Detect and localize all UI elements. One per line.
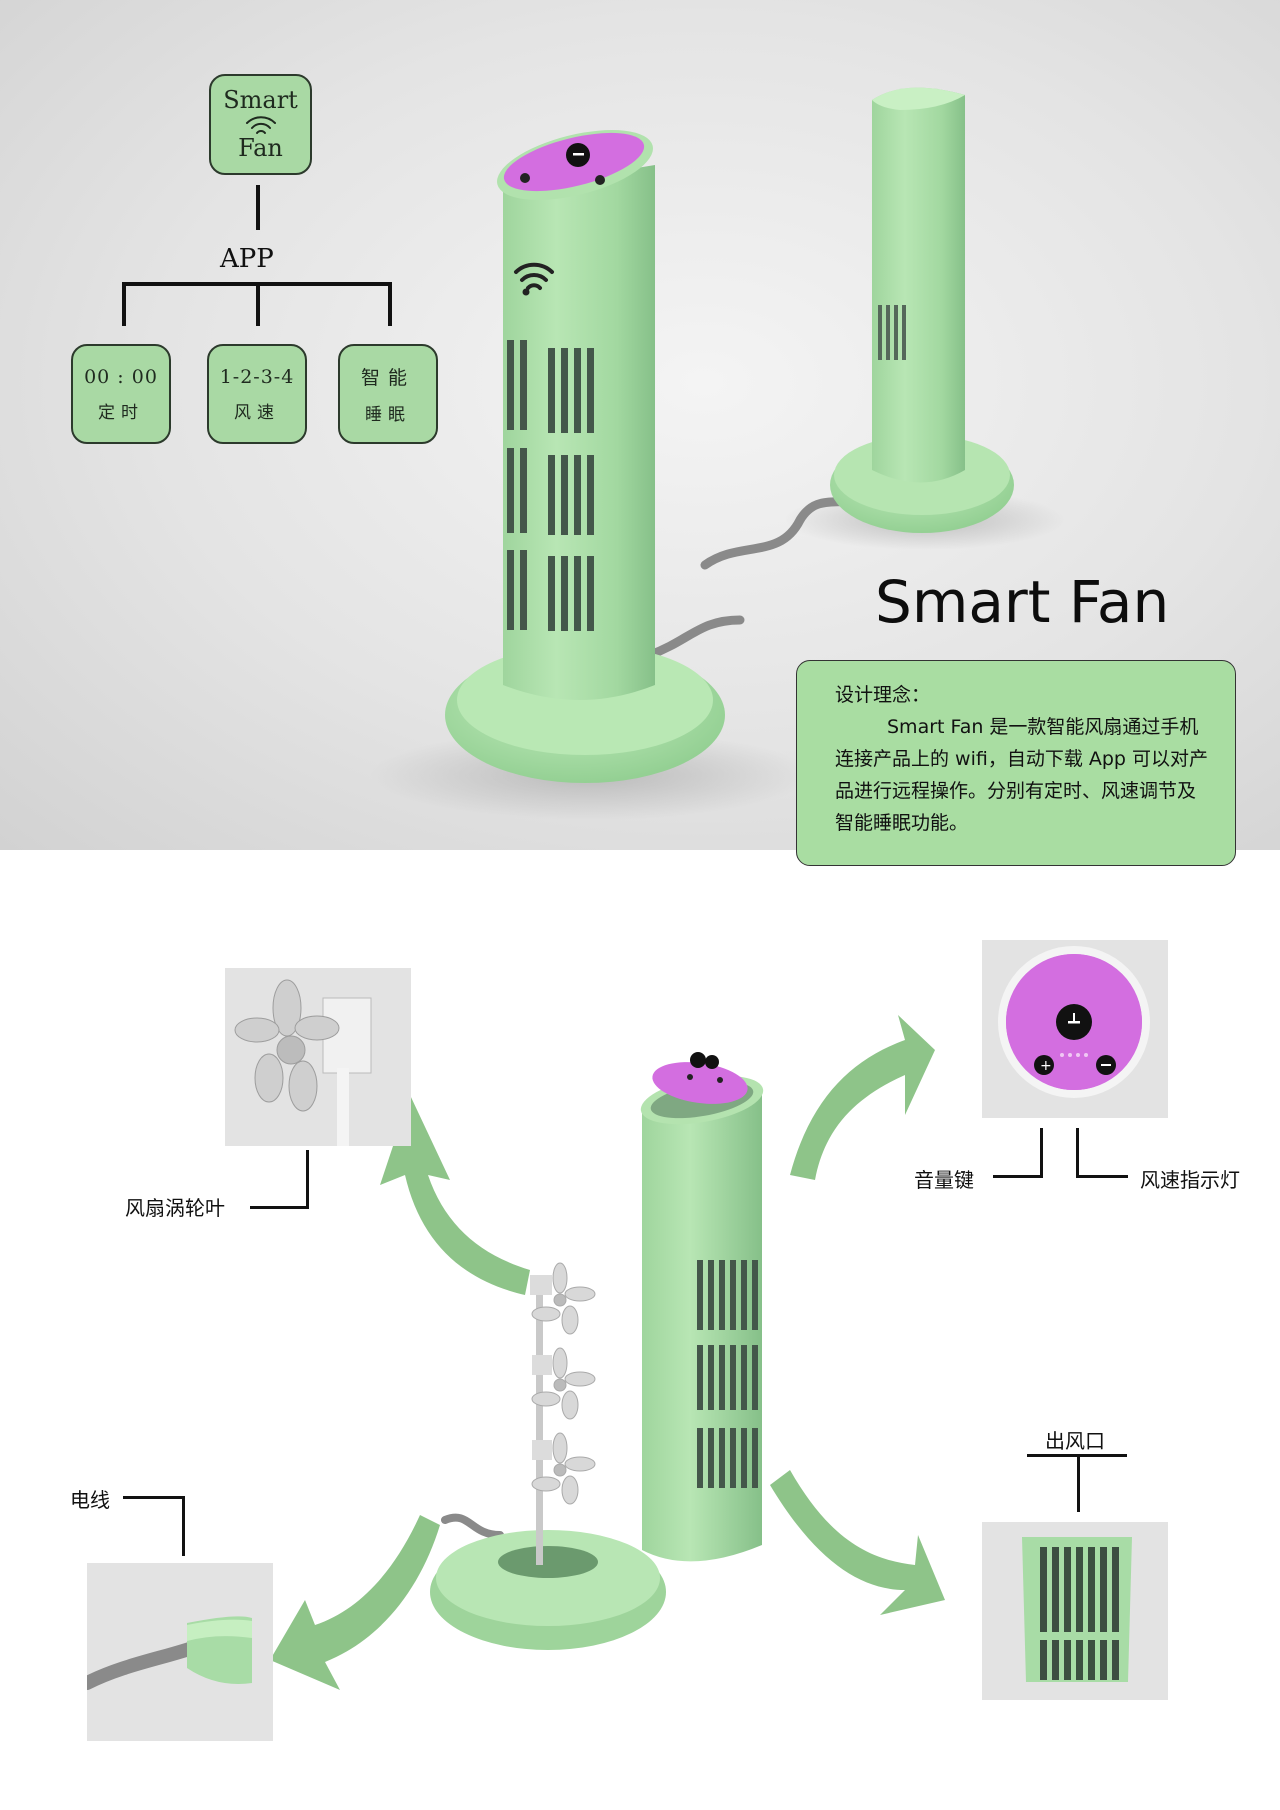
callout-line (1040, 1128, 1043, 1178)
wifi-icon (245, 115, 276, 134)
callout-line (1077, 1454, 1080, 1512)
control-panel-part (652, 1052, 748, 1104)
sleep-line2: 睡眠 (365, 405, 411, 425)
timer-box: 00 : 00 定时 (71, 344, 171, 444)
power-cord-detail-photo (87, 1563, 273, 1741)
volume-key-label: 音量键 (914, 1168, 974, 1192)
callout-line (123, 1496, 185, 1499)
fan-back-view (700, 87, 1065, 570)
callout-line (182, 1496, 185, 1556)
callout-line (1076, 1128, 1079, 1178)
arrow-to-panel (790, 1015, 935, 1180)
fan-front-view (370, 130, 810, 820)
plus-icon (1034, 1055, 1054, 1075)
tree-connector (256, 185, 260, 230)
svg-text:+: + (1040, 1058, 1052, 1074)
arrow-to-cord (270, 1515, 440, 1690)
page-title: Smart Fan (875, 568, 1170, 636)
timer-label: 定时 (98, 402, 144, 423)
timer-value: 00 : 00 (84, 365, 158, 388)
callout-line (250, 1206, 309, 1209)
design-concept-box: 设计理念： Smart Fan 是一款智能风扇通过手机连接产品上的 wifi，自… (796, 660, 1236, 866)
tube-part (640, 1075, 764, 1562)
arrows (270, 1015, 945, 1690)
tree-connector (256, 282, 260, 326)
callout-line (1076, 1175, 1128, 1178)
hero-render: Smart Fan APP 00 : 00 定时 1-2-3-4 风速 智能 睡… (0, 0, 1280, 850)
speed-box: 1-2-3-4 风速 (207, 344, 307, 444)
tree-connector (388, 282, 392, 326)
tree-connector (122, 282, 126, 326)
app-label: APP (220, 244, 274, 274)
callout-line (306, 1150, 309, 1208)
power-cord-label: 电线 (70, 1488, 110, 1512)
speed-value: 1-2-3-4 (219, 365, 295, 388)
control-panel-detail-photo: + (982, 940, 1168, 1118)
design-concept-body: Smart Fan 是一款智能风扇通过手机连接产品上的 wifi，自动下载 Ap… (835, 716, 1209, 834)
turbine-detail-photo (225, 968, 411, 1146)
wifi-icon (514, 262, 554, 290)
arrow-to-turbine (380, 1095, 530, 1295)
turbine-blades-label: 风扇涡轮叶 (125, 1196, 225, 1220)
minus-icon (520, 173, 530, 183)
exploded-view-illustration (270, 1015, 945, 1690)
speed-indicator-label: 风速指示灯 (1140, 1168, 1240, 1192)
app-root-box: Smart Fan (209, 74, 312, 175)
app-root-line1: Smart (223, 86, 298, 115)
speed-label: 风速 (234, 402, 280, 423)
turbine-stack (530, 1262, 596, 1565)
plus-icon (595, 175, 605, 185)
app-root-line2: Fan (238, 133, 283, 162)
base-part (430, 1513, 666, 1650)
air-outlet-label: 出风口 (1045, 1429, 1105, 1453)
design-concept-heading: 设计理念： (835, 684, 931, 706)
sleep-box: 智能 睡眠 (338, 344, 438, 444)
sleep-line1: 智能 (360, 367, 415, 389)
air-outlet-detail-photo (982, 1522, 1168, 1700)
arrow-to-outlet (770, 1470, 945, 1615)
callout-line (993, 1175, 1043, 1178)
fan-render-illustration (370, 87, 1065, 820)
